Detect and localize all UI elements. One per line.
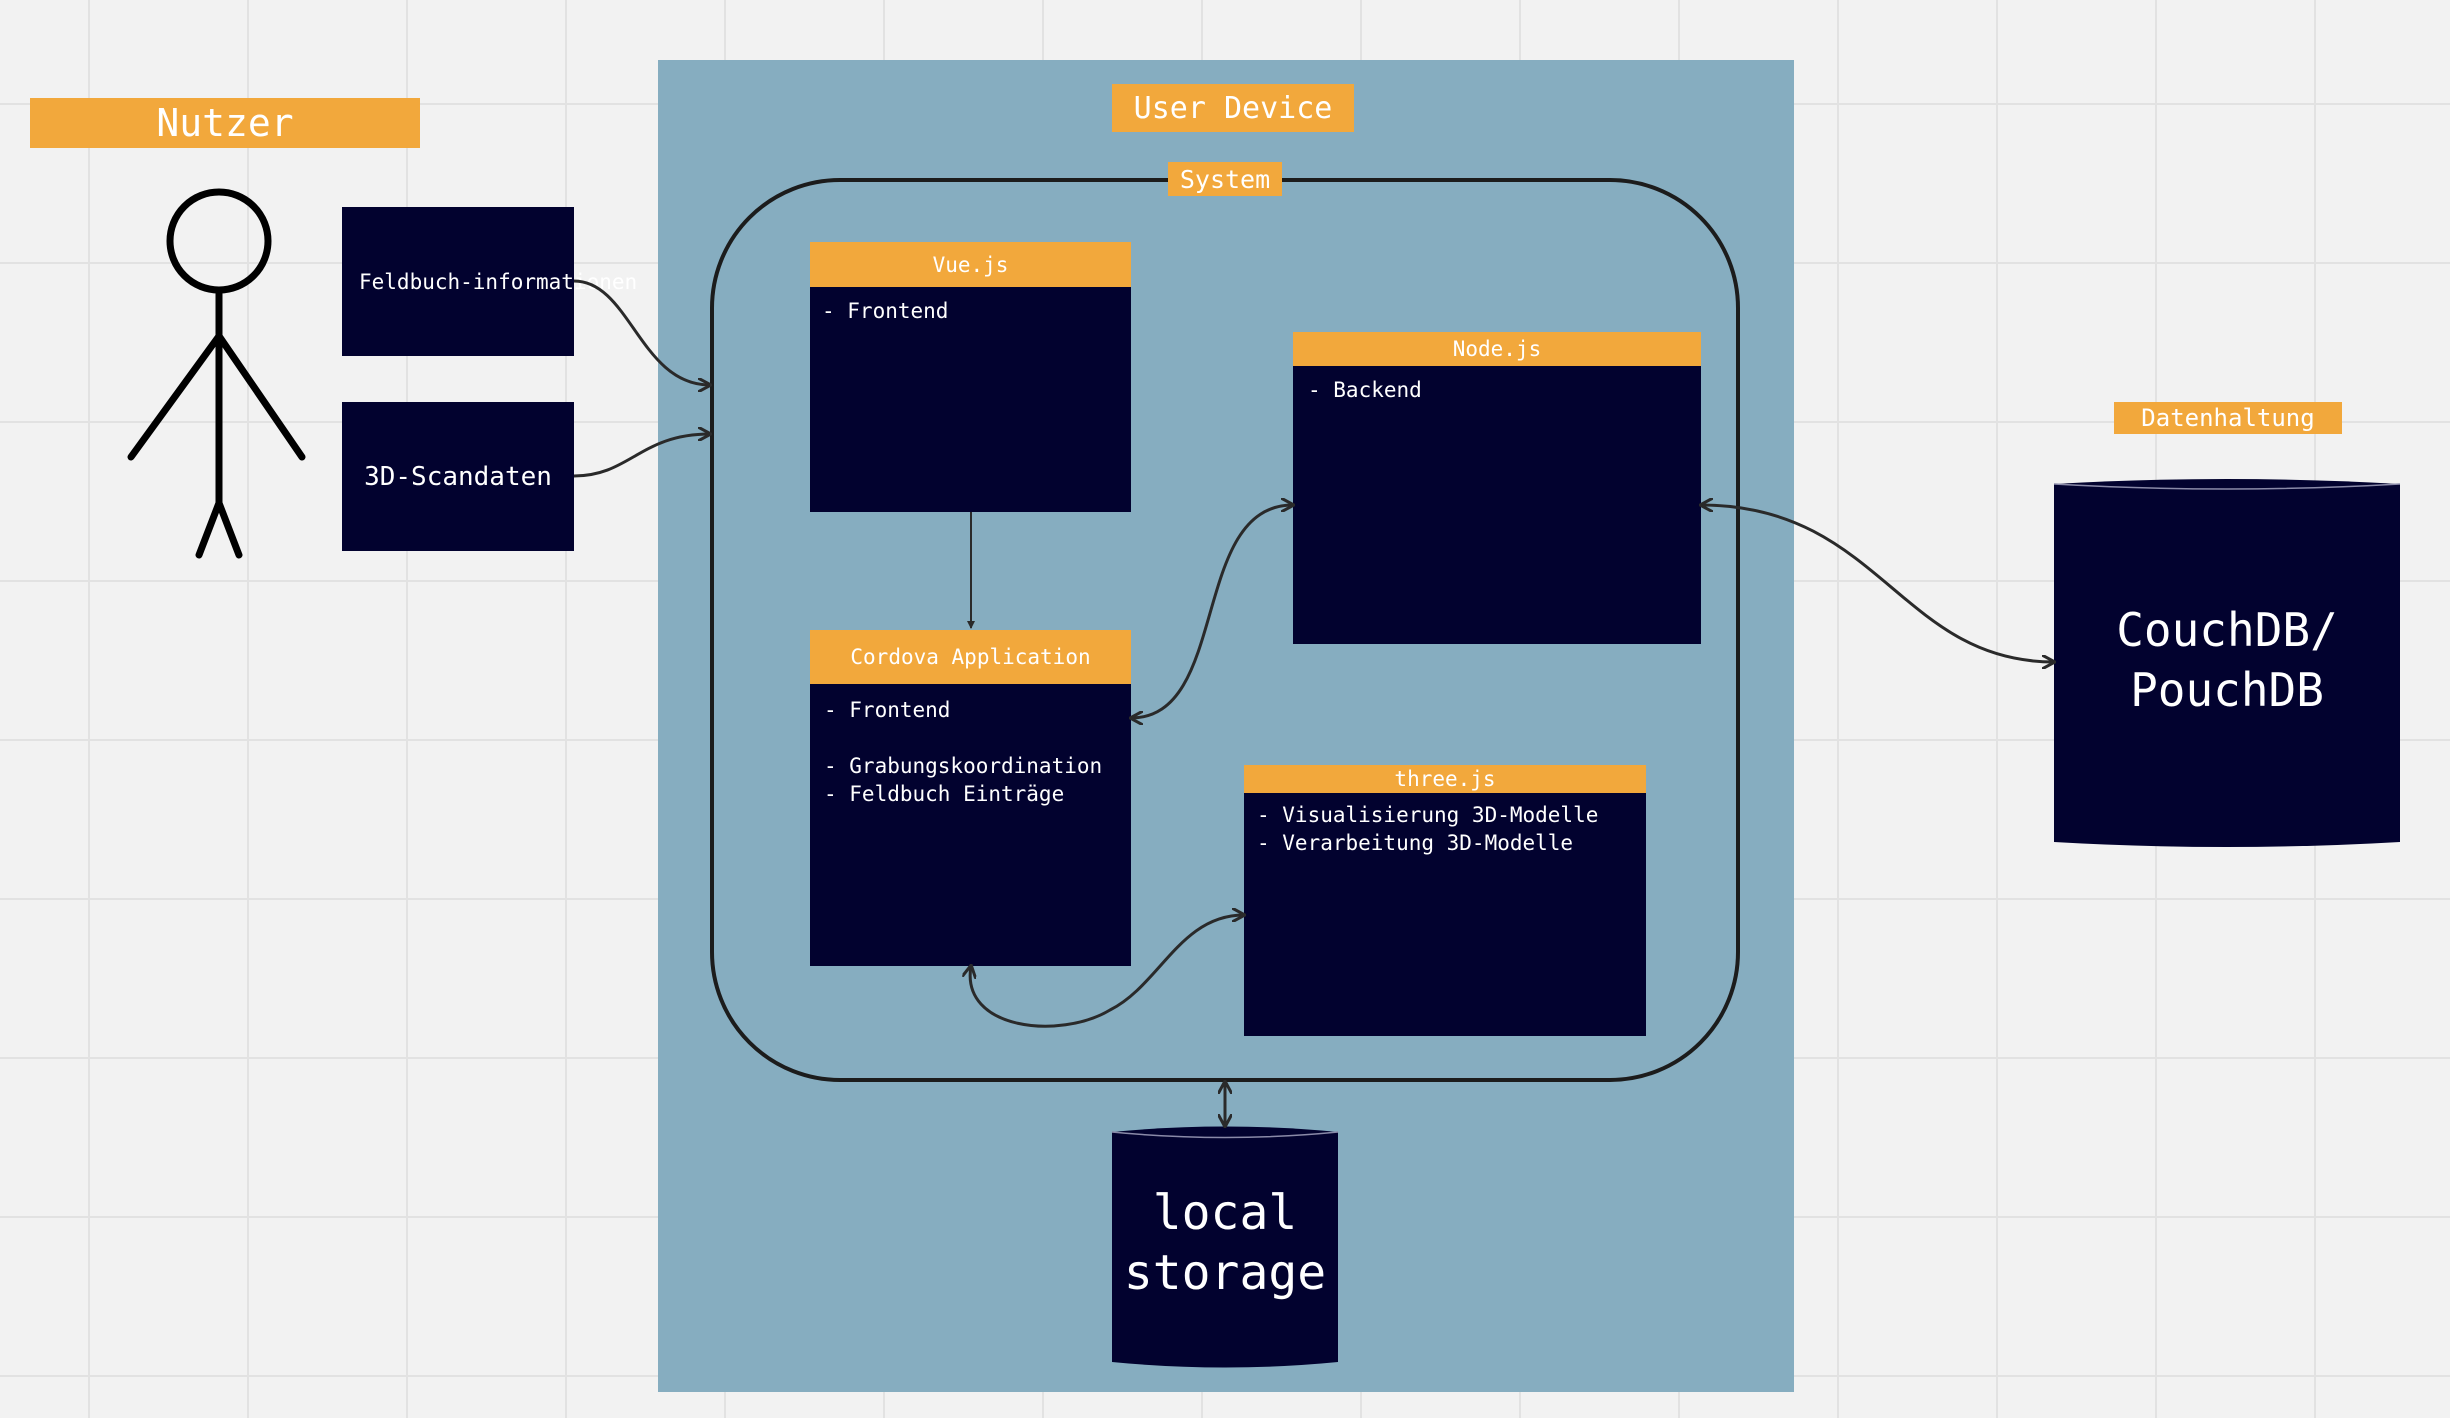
feldbuch-informationen-text: Feldbuch-informationen xyxy=(359,269,638,294)
vue-title: Vue.js xyxy=(810,242,1131,287)
node-title: Node.js xyxy=(1293,332,1701,366)
vue-body: - Frontend xyxy=(822,299,949,323)
scandaten-text: 3D-Scandaten xyxy=(364,461,552,492)
three-component: three.js - Visualisierung 3D-Modelle - V… xyxy=(1244,765,1646,1036)
local-storage-cylinder-icon xyxy=(1111,1126,1339,1368)
user-device-label: User Device xyxy=(1112,84,1354,132)
cordova-three-arrow xyxy=(970,915,1244,1028)
cordova-body: - Frontend - Grabungskoordination - Feld… xyxy=(824,698,1103,806)
node-component: Node.js - Backend xyxy=(1293,332,1701,644)
node-database-arrow xyxy=(1701,505,2054,662)
vue-component: Vue.js - Frontend xyxy=(810,242,1131,512)
feldbuch-informationen-box: Feldbuch-informationen xyxy=(342,207,637,356)
three-body: - Visualisierung 3D-Modelle - Verarbeitu… xyxy=(1257,803,1599,855)
cordova-title: Cordova Application xyxy=(810,630,1131,684)
local-storage-text: local storage xyxy=(1123,1185,1327,1301)
scandaten-to-system-arrow xyxy=(573,434,710,478)
nutzer-label: Nutzer xyxy=(30,98,420,148)
three-title: three.js xyxy=(1244,765,1646,793)
datenhaltung-label: Datenhaltung xyxy=(2114,402,2342,434)
cordova-node-arrow xyxy=(1131,505,1293,718)
system-label: System xyxy=(1168,162,1282,196)
database-cylinder-icon xyxy=(2053,479,2401,847)
feldbuch-to-system-arrow xyxy=(573,279,710,385)
scandaten-box: 3D-Scandaten xyxy=(342,402,574,551)
database-text: CouchDB/ PouchDB xyxy=(2116,603,2338,717)
node-body: - Backend xyxy=(1308,378,1422,402)
